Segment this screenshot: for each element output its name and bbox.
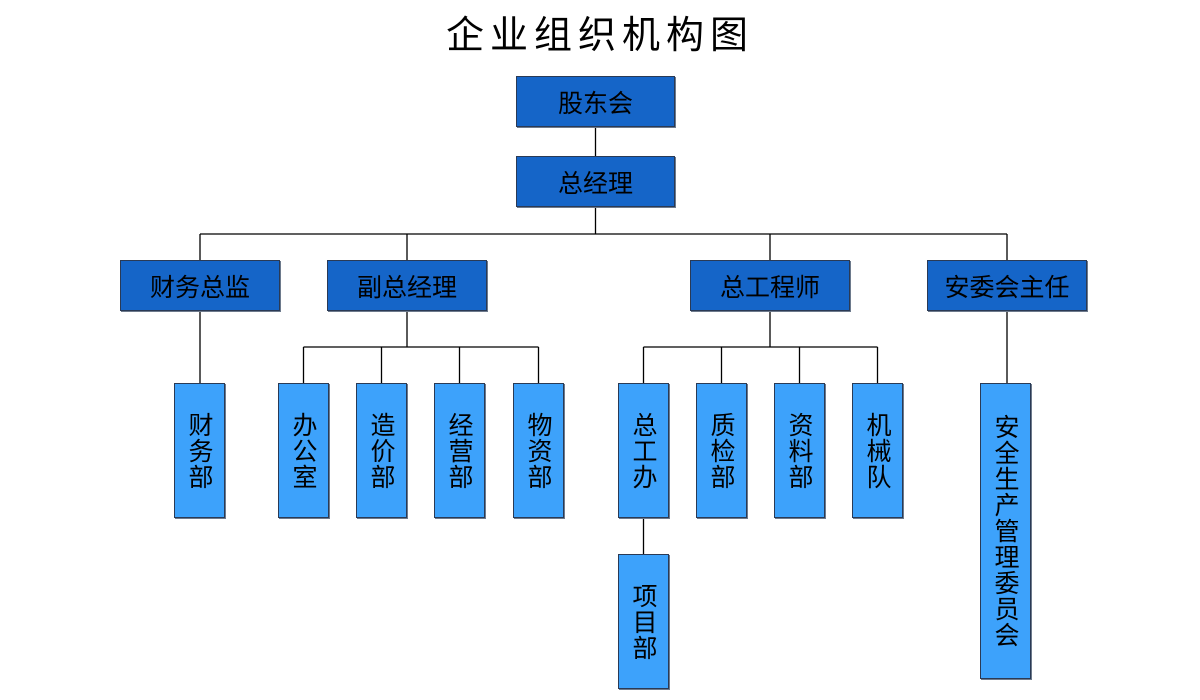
node-project-dept[interactable]: 项目部 <box>618 554 669 689</box>
node-office[interactable]: 办公室 <box>278 383 329 518</box>
node-chief-engineer-office[interactable]: 总工办 <box>618 383 669 518</box>
node-label: 股东会 <box>557 88 633 118</box>
node-label: 造价部 <box>367 411 396 490</box>
node-general-manager[interactable]: 总经理 <box>516 156 675 207</box>
node-machinery-team[interactable]: 机械队 <box>852 383 903 518</box>
node-label: 财务总监 <box>149 272 250 302</box>
node-chief-engineer[interactable]: 总工程师 <box>690 260 850 311</box>
node-label: 质检部 <box>707 411 736 490</box>
node-safety-committee[interactable]: 安全生产管理委员会 <box>980 383 1031 679</box>
node-label: 副总经理 <box>356 272 457 302</box>
node-safety-director[interactable]: 安委会主任 <box>927 260 1087 311</box>
node-label: 资料部 <box>785 411 814 490</box>
node-shareholders[interactable]: 股东会 <box>516 76 675 127</box>
node-label: 总经理 <box>557 168 633 198</box>
node-label: 安委会主任 <box>944 272 1070 302</box>
node-label: 总工程师 <box>719 272 820 302</box>
node-label: 物资部 <box>524 411 553 490</box>
node-deputy-gm[interactable]: 副总经理 <box>327 260 487 311</box>
node-materials-dept[interactable]: 物资部 <box>513 383 564 518</box>
node-cfo[interactable]: 财务总监 <box>120 260 280 311</box>
node-label: 经营部 <box>445 411 474 490</box>
node-label: 安全生产管理委员会 <box>991 414 1020 648</box>
node-label: 机械队 <box>863 411 892 490</box>
node-finance-dept[interactable]: 财务部 <box>174 383 225 518</box>
node-label: 总工办 <box>629 411 658 490</box>
node-docs-dept[interactable]: 资料部 <box>774 383 825 518</box>
chart-title: 企业组织机构图 <box>445 13 754 57</box>
node-qc-dept[interactable]: 质检部 <box>696 383 747 518</box>
node-business-dept[interactable]: 经营部 <box>434 383 485 518</box>
node-label: 项目部 <box>629 582 658 661</box>
node-label: 办公室 <box>289 411 318 490</box>
node-costing-dept[interactable]: 造价部 <box>356 383 407 518</box>
node-label: 财务部 <box>185 411 214 490</box>
